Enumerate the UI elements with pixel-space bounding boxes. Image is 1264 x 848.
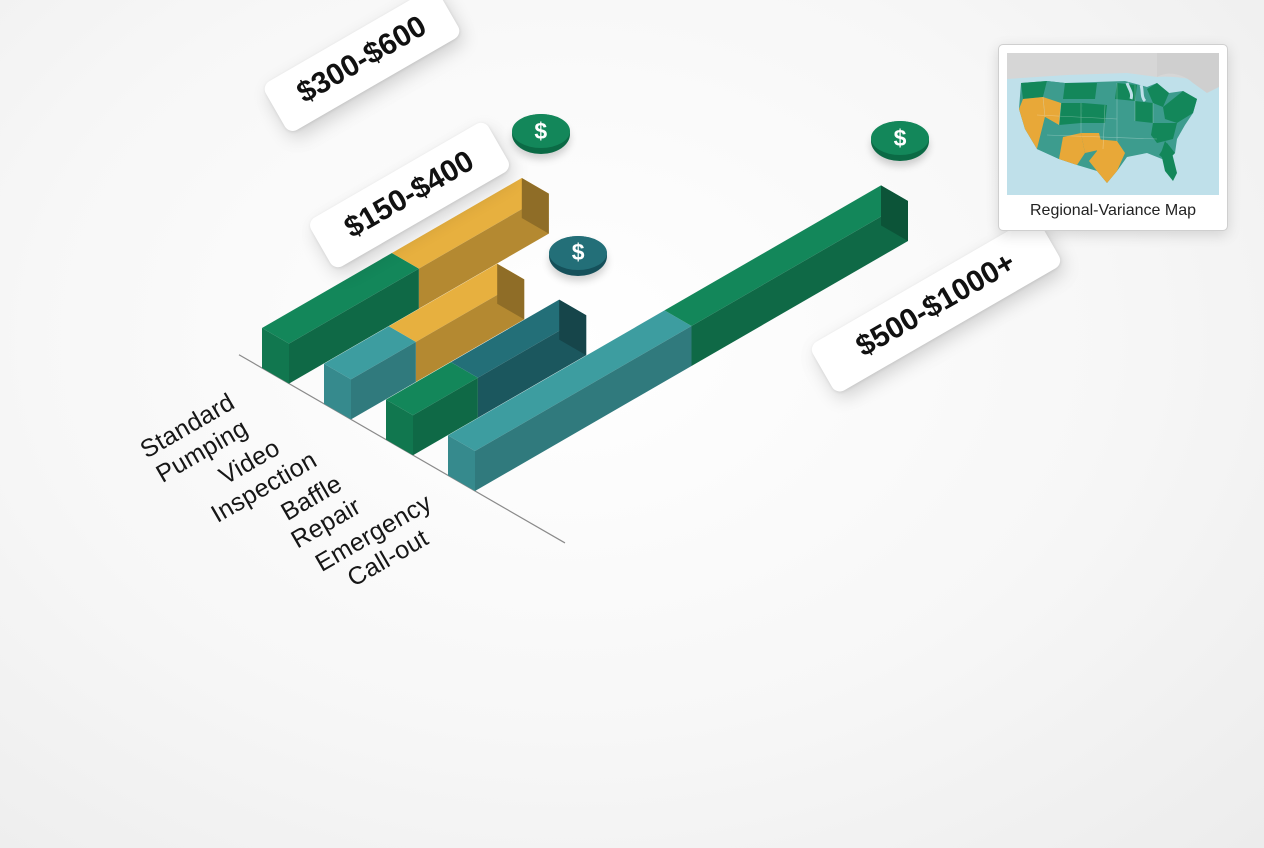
bar-segment-1-2 [391, 178, 549, 309]
bar-end-face [448, 435, 475, 491]
bar-end-face [262, 328, 289, 384]
bar-segment-4-2 [664, 185, 908, 366]
bar-front-face [289, 268, 419, 384]
bar-end-face [386, 399, 413, 456]
bar-end-face [324, 363, 351, 420]
bar-segment-4-1 [448, 310, 692, 491]
bar-segment-2-1 [324, 326, 416, 420]
bar-top-face [391, 178, 549, 269]
dollar-sign: $ [549, 235, 608, 270]
bar-front-face [413, 377, 478, 456]
bar-right-face [497, 263, 525, 320]
bar-segment-3-2 [450, 299, 587, 418]
map-caption: Regional-Variance Map [1029, 202, 1196, 219]
regional-variance-map[interactable]: Regional-Variance Map [998, 44, 1228, 231]
bar-top-face [386, 362, 478, 416]
dollar-sign: $ [871, 121, 929, 156]
bar-right-face [881, 185, 908, 241]
bar-front-face [351, 341, 416, 420]
bar-top-face [450, 299, 587, 378]
bar-top-face [262, 253, 419, 344]
bar-top-face [324, 326, 416, 380]
bar-segment-3-1 [386, 362, 478, 456]
bar-right-face [559, 299, 587, 356]
dollar-coin-icon: $ [549, 235, 608, 276]
bar-segment-1-1 [262, 253, 419, 384]
dollar-coin-icon: $ [871, 121, 929, 162]
bar-right-face [521, 178, 549, 234]
us-map-graphic [1007, 53, 1219, 195]
dollar-sign: $ [511, 114, 570, 148]
bar-front-face [691, 201, 908, 366]
bar-front-face [475, 326, 692, 491]
bar-front-face [418, 193, 549, 309]
bar-top-face [664, 185, 908, 326]
bar-front-face [477, 315, 587, 418]
bar-top-face [448, 310, 692, 451]
bar-segment-2-2 [388, 263, 525, 382]
bar-top-face [388, 263, 525, 342]
bar-front-face [415, 279, 525, 382]
dollar-coin-icon: $ [511, 114, 570, 154]
